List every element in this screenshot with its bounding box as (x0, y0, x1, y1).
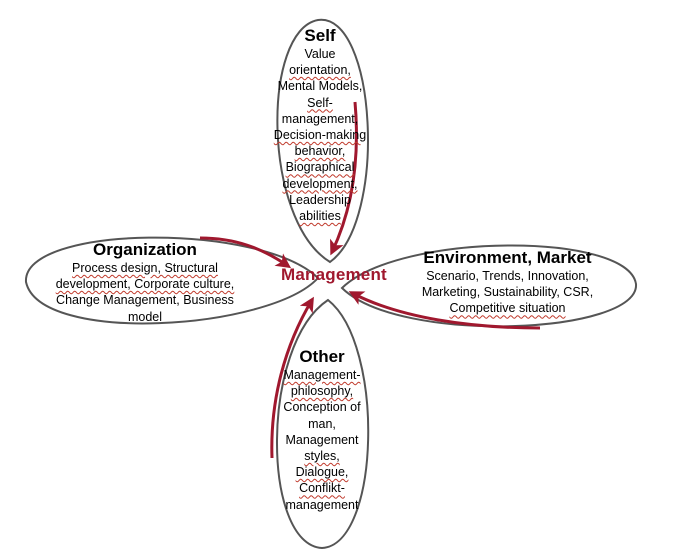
petal-other-line: Conception of (283, 400, 361, 415)
petal-other-line: styles, (304, 449, 340, 464)
petal-other-line: Management- (283, 368, 361, 382)
petal-self: Self Value orientation, Mental Models, S… (255, 26, 385, 224)
petal-self-line: Biographical (285, 160, 355, 175)
petal-organization-text: Process design, Structural development, … (40, 260, 250, 325)
petal-other-line: Management (285, 432, 359, 447)
arrow-environment-to-management (348, 291, 541, 330)
petal-organization-line-text: Process design, Structural (72, 261, 218, 275)
petal-environment-line: Scenario, Trends, Innovation, (426, 269, 589, 283)
petal-self-line: abilities (299, 209, 341, 224)
petal-self-line: Self- (307, 95, 333, 110)
petal-other-line: management (285, 497, 359, 512)
petal-environment-outline (340, 244, 638, 328)
petal-organization-title: Organization (93, 240, 197, 259)
petal-organization-line: Change Management, Business (56, 293, 234, 308)
petal-environment-text: Scenario, Trends, Innovation, Marketing,… (395, 268, 620, 317)
petal-self-line: Value (304, 47, 336, 61)
petal-self-line: development, (282, 176, 358, 191)
petal-self-line: Decision-making (273, 128, 367, 143)
petal-self-line: behavior, (294, 144, 346, 159)
petal-organization-line: development, Corporate culture, (55, 277, 235, 292)
center-management-label: Management (281, 265, 387, 284)
petal-other-text: Management- philosophy, Conception of ma… (262, 367, 382, 513)
petal-self-text: Value orientation, Mental Models, Self- … (255, 46, 385, 224)
petal-environment: Environment, Market Scenario, Trends, In… (395, 248, 620, 317)
petal-other-line: man, (308, 416, 336, 431)
petal-self-line: management, (281, 111, 359, 126)
petal-organization-line: Process design, Structural (40, 260, 250, 276)
petal-self-title: Self (304, 26, 336, 45)
arrow-other-to-management (270, 296, 314, 459)
petal-organization: Organization Process design, Structural … (40, 240, 250, 325)
petal-environment-title: Environment, Market (423, 248, 592, 267)
petal-self-line: Leadership (289, 192, 351, 207)
petal-other-line: Dialogue, (295, 465, 349, 480)
petal-environment-line: Competitive situation (449, 301, 566, 316)
petal-other: Other Management- philosophy, Conception… (262, 347, 382, 513)
petal-organization-outline (24, 236, 320, 325)
petal-organization-line: model (127, 309, 163, 324)
petal-other-line: philosophy, (290, 384, 354, 399)
petal-environment-line: Marketing, Sustainability, CSR, (421, 285, 594, 300)
arrow-organization-to-management (199, 236, 292, 269)
petal-self-line: orientation, (289, 63, 351, 78)
petal-other-line: Conflikt- (299, 481, 345, 496)
petal-self-line: Mental Models, (277, 79, 363, 94)
petal-other-outline (276, 298, 370, 550)
arrow-self-to-management (330, 101, 358, 256)
petal-self-outline (276, 18, 369, 264)
petal-other-title: Other (299, 347, 345, 366)
